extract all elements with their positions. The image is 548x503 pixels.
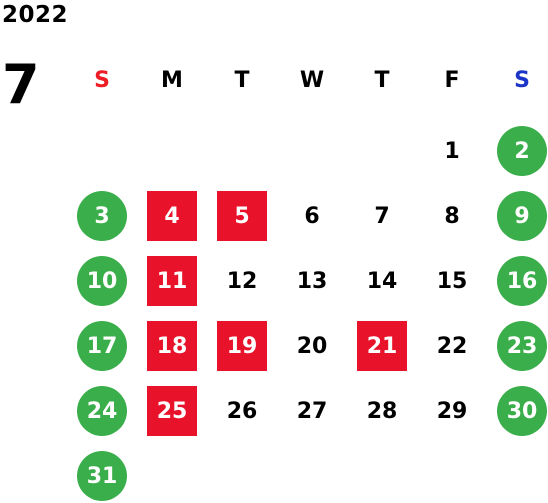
day-cell-26[interactable]: 26 bbox=[226, 398, 258, 424]
day-cell-8[interactable]: 8 bbox=[444, 203, 460, 229]
year-label: 2022 bbox=[2, 2, 69, 28]
day-cell-16[interactable]: 16 bbox=[497, 256, 547, 306]
weekday-header-2: T bbox=[234, 68, 250, 93]
day-cell-4[interactable]: 4 bbox=[147, 191, 197, 241]
day-cell-24[interactable]: 24 bbox=[77, 386, 127, 436]
day-cell-31[interactable]: 31 bbox=[77, 451, 127, 501]
month-number: 7 bbox=[2, 53, 40, 116]
day-cell-21[interactable]: 21 bbox=[357, 321, 407, 371]
day-cell-30[interactable]: 30 bbox=[497, 386, 547, 436]
day-cell-27[interactable]: 27 bbox=[296, 398, 328, 424]
day-cell-12[interactable]: 12 bbox=[226, 268, 258, 294]
weekday-header-5: F bbox=[444, 68, 460, 93]
day-cell-3[interactable]: 3 bbox=[77, 191, 127, 241]
day-cell-22[interactable]: 22 bbox=[436, 333, 468, 359]
day-cell-9[interactable]: 9 bbox=[497, 191, 547, 241]
weekday-header-6: S bbox=[514, 68, 530, 93]
day-cell-20[interactable]: 20 bbox=[296, 333, 328, 359]
day-cell-18[interactable]: 18 bbox=[147, 321, 197, 371]
day-cell-17[interactable]: 17 bbox=[77, 321, 127, 371]
day-cell-1[interactable]: 1 bbox=[444, 138, 460, 164]
day-cell-19[interactable]: 19 bbox=[217, 321, 267, 371]
day-cell-29[interactable]: 29 bbox=[436, 398, 468, 424]
day-cell-23[interactable]: 23 bbox=[497, 321, 547, 371]
day-cell-13[interactable]: 13 bbox=[296, 268, 328, 294]
day-cell-14[interactable]: 14 bbox=[366, 268, 398, 294]
day-cell-11[interactable]: 11 bbox=[147, 256, 197, 306]
day-cell-28[interactable]: 28 bbox=[366, 398, 398, 424]
day-cell-7[interactable]: 7 bbox=[374, 203, 390, 229]
day-cell-25[interactable]: 25 bbox=[147, 386, 197, 436]
day-cell-2[interactable]: 2 bbox=[497, 126, 547, 176]
weekday-header-3: W bbox=[299, 68, 325, 93]
weekday-header-0: S bbox=[94, 68, 110, 93]
weekday-header-4: T bbox=[374, 68, 390, 93]
day-cell-5[interactable]: 5 bbox=[217, 191, 267, 241]
day-cell-10[interactable]: 10 bbox=[77, 256, 127, 306]
day-cell-15[interactable]: 15 bbox=[436, 268, 468, 294]
weekday-header-1: M bbox=[161, 68, 183, 93]
day-cell-6[interactable]: 6 bbox=[304, 203, 320, 229]
